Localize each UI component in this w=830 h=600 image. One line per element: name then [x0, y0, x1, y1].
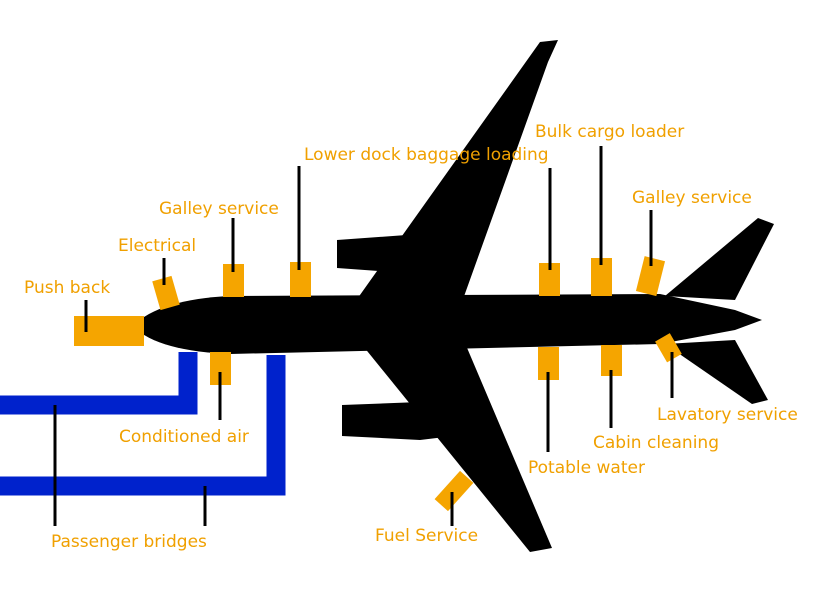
- label-galley-service-aft: Galley service: [632, 188, 752, 208]
- label-bulk-cargo: Bulk cargo loader: [535, 122, 684, 142]
- lower-wing: [355, 336, 552, 552]
- service-vehicles: [74, 256, 682, 512]
- bulk-cargo-loader-vehicle: [591, 258, 612, 296]
- passenger-bridge-1: [0, 352, 198, 415]
- label-electrical: Electrical: [118, 236, 196, 256]
- label-passenger-bridges: Passenger bridges: [51, 532, 207, 552]
- potable-water-truck: [538, 347, 559, 380]
- lower-dock-loader: [290, 262, 311, 297]
- fuel-service-truck: [434, 470, 474, 512]
- galley-service-aft-vehicle: [635, 256, 666, 297]
- label-fuel-service: Fuel Service: [375, 526, 478, 546]
- label-galley-service-fwd: Galley service: [159, 199, 279, 219]
- electrical-unit: [152, 275, 180, 311]
- upper-engine: [337, 234, 470, 274]
- galley-service-fwd-vehicle: [223, 264, 244, 297]
- cabin-cleaning-truck: [601, 345, 622, 376]
- lower-stabilizer: [665, 340, 768, 404]
- aircraft-silhouette: [133, 40, 774, 552]
- passenger-bridge-2: [0, 355, 286, 496]
- label-conditioned-air: Conditioned air: [119, 427, 249, 447]
- upper-stabilizer: [665, 218, 774, 300]
- conditioned-air-unit: [210, 352, 231, 385]
- label-lower-dock: Lower dock baggage loading: [304, 145, 549, 165]
- leader-lines: [53, 146, 674, 526]
- passenger-bridges: [0, 352, 286, 496]
- label-lavatory-service: Lavatory service: [657, 405, 798, 425]
- lavatory-service-truck: [655, 333, 682, 363]
- label-push-back: Push back: [24, 278, 110, 298]
- lower-engine: [342, 402, 470, 440]
- bulk-cargo-slot: [539, 263, 560, 296]
- labels: Push back Electrical Galley service Lowe…: [24, 122, 798, 552]
- label-potable-water: Potable water: [528, 458, 645, 478]
- label-cabin-cleaning: Cabin cleaning: [593, 433, 719, 453]
- fuselage: [133, 294, 762, 354]
